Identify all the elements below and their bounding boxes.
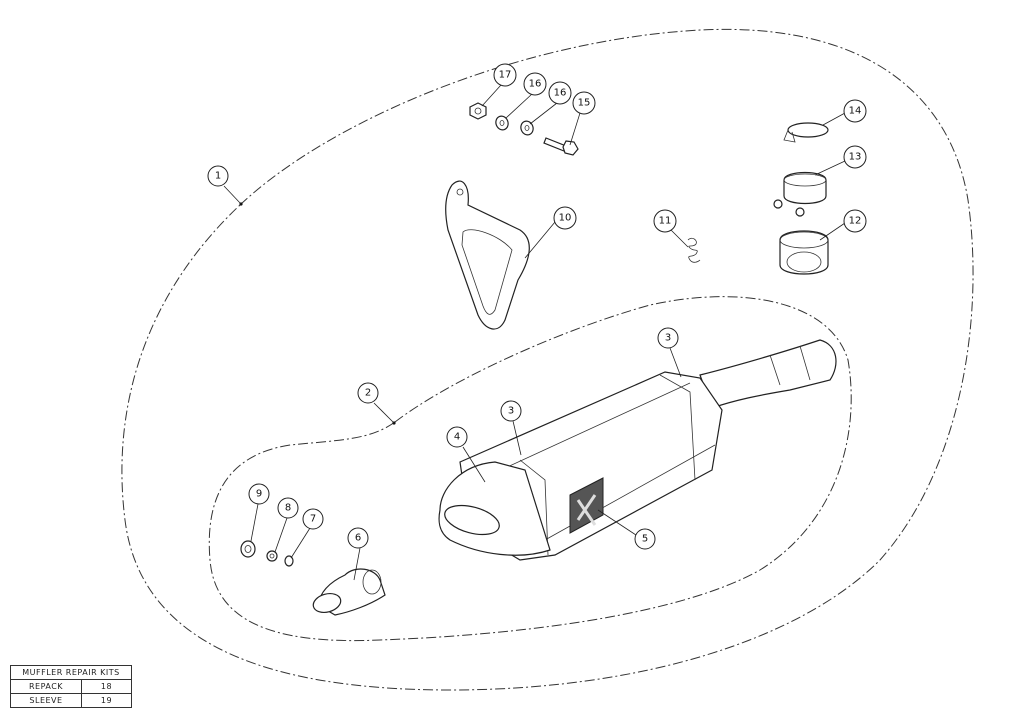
svg-text:1: 1	[215, 171, 221, 182]
callout-6: 6	[347, 527, 369, 549]
svg-text:8: 8	[285, 503, 291, 514]
callout-7: 7	[302, 508, 324, 530]
svg-text:2: 2	[365, 388, 371, 399]
callout-16: 16	[523, 72, 547, 96]
svg-text:4: 4	[454, 432, 460, 443]
clamp-part	[773, 171, 827, 217]
muffler-repair-kits-table: MUFFLER REPAIR KITS REPACK 18 SLEEVE 19	[10, 665, 132, 708]
callout-15: 15	[572, 91, 596, 115]
callout-4: 4	[446, 426, 468, 448]
svg-text:14: 14	[849, 106, 862, 117]
table-row: REPACK 18	[10, 679, 132, 694]
callout-12: 12	[843, 209, 867, 233]
svg-text:17: 17	[499, 70, 512, 81]
callout-8: 8	[277, 497, 299, 519]
small-fasteners	[240, 540, 294, 567]
svg-text:5: 5	[642, 534, 648, 545]
svg-text:3: 3	[665, 333, 671, 344]
table-row: SLEEVE 19	[10, 693, 132, 708]
end-cap-part	[312, 568, 386, 616]
svg-text:6: 6	[355, 533, 361, 544]
callout-5: 5	[634, 528, 656, 550]
svg-text:11: 11	[659, 216, 672, 227]
kit-number: 19	[81, 693, 132, 708]
kit-name: REPACK	[10, 679, 82, 694]
svg-text:9: 9	[256, 489, 262, 500]
callout-9: 9	[248, 483, 270, 505]
bracket-part	[445, 180, 530, 330]
kit-1-boundary	[121, 28, 974, 691]
svg-text:16: 16	[554, 88, 567, 99]
spring-part	[687, 237, 701, 263]
svg-text:16: 16	[529, 79, 542, 90]
sleeve-part	[779, 230, 829, 275]
callout-17: 17	[493, 63, 517, 87]
svg-text:3: 3	[508, 406, 514, 417]
callout-3: 3	[657, 327, 679, 349]
svg-text:10: 10	[559, 213, 572, 224]
callout-16: 16	[548, 81, 572, 105]
bolt-part	[543, 137, 579, 156]
svg-text:13: 13	[849, 152, 862, 163]
kit-2-boundary	[208, 296, 852, 642]
callout-10: 10	[553, 206, 577, 230]
muffler-part	[438, 339, 837, 561]
callout-2: 2	[357, 382, 379, 404]
callout-14: 14	[843, 99, 867, 123]
svg-text:12: 12	[849, 216, 862, 227]
callout-11: 11	[653, 209, 677, 233]
nut-part	[469, 102, 487, 120]
leader-lines	[223, 84, 846, 581]
svg-text:7: 7	[310, 514, 316, 525]
kit-name: SLEEVE	[10, 693, 82, 708]
callout-3: 3	[500, 400, 522, 422]
svg-text:15: 15	[578, 98, 591, 109]
callout-13: 13	[843, 145, 867, 169]
kit-number: 18	[81, 679, 132, 694]
callout-1: 1	[207, 165, 229, 187]
kits-table-title: MUFFLER REPAIR KITS	[10, 665, 132, 680]
small-clamp-part	[783, 122, 829, 143]
washer-part	[495, 115, 534, 136]
